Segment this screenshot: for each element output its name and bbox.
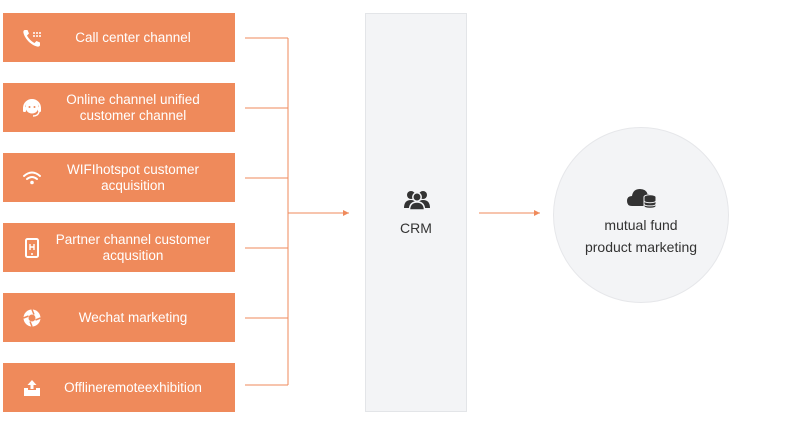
- cloud-coins-icon: [626, 184, 658, 210]
- channel-box-wechat: Wechat marketing: [3, 293, 235, 342]
- phone-icon: [21, 27, 43, 49]
- channel-box-call-center: Call center channel: [3, 13, 235, 62]
- channel-box-wifi: WIFIhotspot customer acquisition: [3, 153, 235, 202]
- wifi-icon: [21, 167, 43, 189]
- channel-label: Online channel unified customer channel: [66, 91, 200, 123]
- fund-circle: [553, 127, 729, 303]
- upload-box-icon: [21, 377, 43, 399]
- channel-label: Wechat marketing: [78, 309, 188, 325]
- channel-box-online: Online channel unified customer channel: [3, 83, 235, 132]
- channel-label: Offlineremoteexhibition: [64, 379, 202, 395]
- fund-label: mutual fund product marketing: [553, 214, 729, 258]
- fund-label-line2: product marketing: [584, 239, 698, 255]
- channel-label: Partner channel customer acqusition: [55, 231, 211, 263]
- channel-label: WIFIhotspot customer acquisition: [66, 161, 200, 193]
- channel-box-partner: Partner channel customer acqusition: [3, 223, 235, 272]
- mobile-device-icon: [21, 237, 43, 259]
- crm-panel: [365, 13, 467, 412]
- camera-shutter-icon: [21, 307, 43, 329]
- crm-label: CRM: [400, 220, 432, 236]
- headset-icon: [21, 97, 43, 119]
- users-icon: [403, 187, 431, 211]
- channel-box-offline: Offlineremoteexhibition: [3, 363, 235, 412]
- channel-label: Call center channel: [75, 29, 191, 45]
- fund-label-line1: mutual fund: [604, 217, 678, 233]
